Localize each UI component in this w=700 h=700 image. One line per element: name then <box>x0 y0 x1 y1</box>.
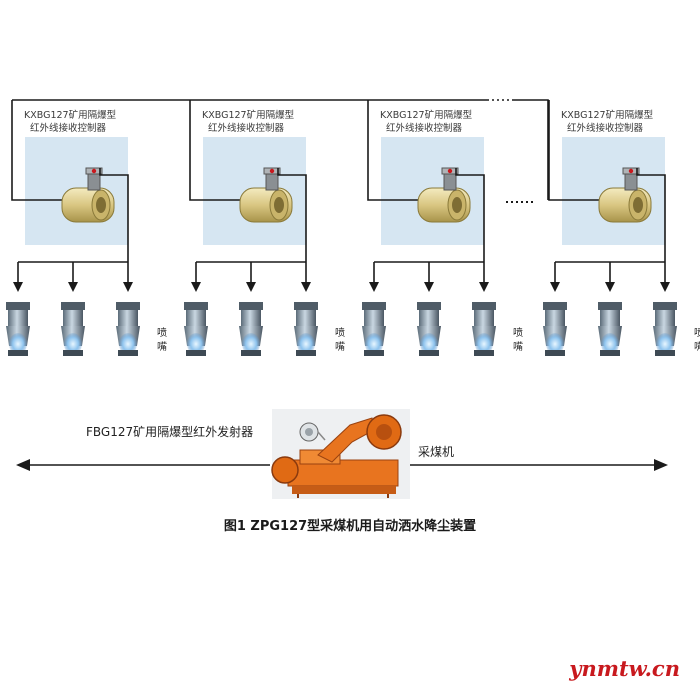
spray-nozzle-icon <box>598 302 622 356</box>
arrow-head <box>301 282 311 292</box>
figure-caption: 图1 ZPG127型采煤机用自动洒水降尘装置 <box>224 518 476 534</box>
spray-nozzle-icon <box>239 302 263 356</box>
valve-output-line <box>636 168 666 262</box>
arrow-head <box>13 282 23 292</box>
arrow-head <box>424 282 434 292</box>
controller-label-line1: KXBG127矿用隔爆型 <box>24 109 117 121</box>
shearer-machine <box>271 414 402 498</box>
nozzle-label-char1: 喷 <box>513 327 523 339</box>
spray-nozzle-icon <box>294 302 318 356</box>
arrow-head <box>550 282 560 292</box>
signal-drop-line <box>189 100 240 201</box>
nozzle-label: 喷嘴 <box>513 327 523 353</box>
solenoid-valve-icon <box>417 167 471 223</box>
left-arrow-head <box>16 459 30 471</box>
spray-nozzle-icon <box>472 302 496 356</box>
arrow-head <box>123 282 133 292</box>
valve-output-line <box>277 168 307 262</box>
infrared-emitter-icon <box>299 422 326 442</box>
solenoid-valve-icon <box>61 167 115 223</box>
nozzle-label-char1: 喷 <box>694 327 700 339</box>
solenoid-valve-icon <box>598 167 652 223</box>
controller-label-line1: KXBG127矿用隔爆型 <box>561 109 654 121</box>
signal-drop-line <box>11 100 62 201</box>
nozzle-label: 喷嘴 <box>157 327 167 353</box>
nozzle-label-char2: 嘴 <box>335 341 345 353</box>
signal-bus-line-right <box>512 99 549 200</box>
arrow-head <box>246 282 256 292</box>
machine-label: 采煤机 <box>418 445 454 459</box>
nozzle-label-char2: 嘴 <box>157 341 167 353</box>
watermark: ynmtw.cn <box>568 656 680 681</box>
signal-drop-line <box>548 100 599 201</box>
nozzle-label-char2: 嘴 <box>513 341 523 353</box>
solenoid-valve-icon <box>239 167 293 223</box>
arrow-head <box>479 282 489 292</box>
arrow-head <box>660 282 670 292</box>
controller-label-line2: 红外线接收控制器 <box>567 122 644 134</box>
nozzle-label: 喷嘴 <box>335 327 345 353</box>
arrow-head <box>369 282 379 292</box>
arrow-head <box>68 282 78 292</box>
spray-nozzle-icon <box>61 302 85 356</box>
signal-drop-line <box>367 100 418 201</box>
spray-nozzle-icon <box>653 302 677 356</box>
controller-label-line1: KXBG127矿用隔爆型 <box>380 109 473 121</box>
spray-nozzle-icon <box>184 302 208 356</box>
emitter-label: FBG127矿用隔爆型红外发射器 <box>86 424 253 439</box>
controller-label-line2: 红外线接收控制器 <box>208 122 285 134</box>
arrow-head <box>605 282 615 292</box>
nozzle-label-char2: 嘴 <box>694 341 700 353</box>
valve-output-line <box>455 168 485 262</box>
controller-label-line2: 红外线接收控制器 <box>30 122 107 134</box>
spray-nozzle-icon <box>6 302 30 356</box>
nozzle-label-char1: 喷 <box>157 327 167 339</box>
spray-nozzle-icon <box>543 302 567 356</box>
nozzle-label: 喷嘴 <box>694 327 700 353</box>
right-arrow-head <box>654 459 668 471</box>
controller-label-line2: 红外线接收控制器 <box>386 122 463 134</box>
arrow-head <box>191 282 201 292</box>
valve-output-line <box>99 168 129 262</box>
spray-nozzle-icon <box>116 302 140 356</box>
controller-label-line1: KXBG127矿用隔爆型 <box>202 109 295 121</box>
spray-nozzle-icon <box>417 302 441 356</box>
nozzle-label-char1: 喷 <box>335 327 345 339</box>
spray-nozzle-icon <box>362 302 386 356</box>
